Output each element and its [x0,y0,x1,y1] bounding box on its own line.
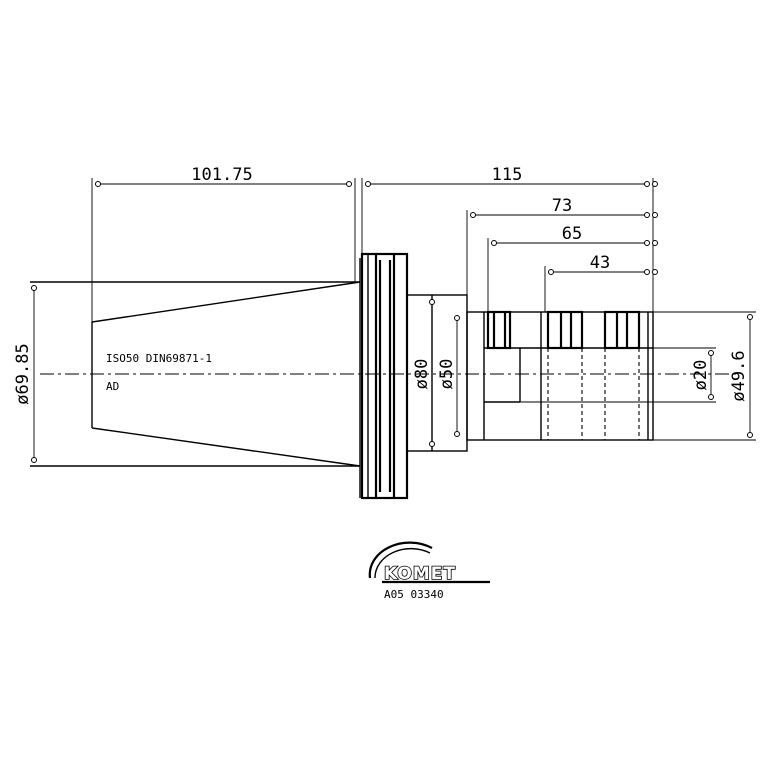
label-dia-49-6: ø49.6 [729,350,749,401]
dimension-dia-20 [520,347,716,403]
extension-lines [91,178,654,322]
label-dia-50: ø50 [437,359,457,390]
dimension-dia-49-6 [653,311,756,441]
label-115: 115 [492,165,523,185]
form-annotation: AD [106,380,119,393]
label-73: 73 [552,196,572,216]
standard-annotation: ISO50 DIN69871-1 [106,352,212,365]
label-101-75: 101.75 [191,165,252,185]
dimension-115 [365,181,658,187]
flange [360,252,409,500]
dimension-dia-50 [454,315,460,437]
label-65: 65 [562,224,582,244]
taper-body [30,258,361,498]
label-43: 43 [590,253,610,273]
dimension-43 [548,269,658,275]
logo-text: KOMET [384,564,456,584]
label-dia-69-85: ø69.85 [13,343,33,404]
dimension-101-75 [95,181,352,187]
dimension-65 [491,240,658,246]
komet-logo: KOMET [368,541,490,585]
part-number: A05 03340 [384,588,444,601]
dimension-dia-69-85 [31,285,37,463]
label-dia-20: ø20 [691,360,711,391]
logo-arc [368,541,433,579]
label-dia-80: ø80 [412,359,432,390]
dimension-dia-80 [429,299,435,447]
head [466,310,654,441]
dimension-73 [470,212,658,218]
